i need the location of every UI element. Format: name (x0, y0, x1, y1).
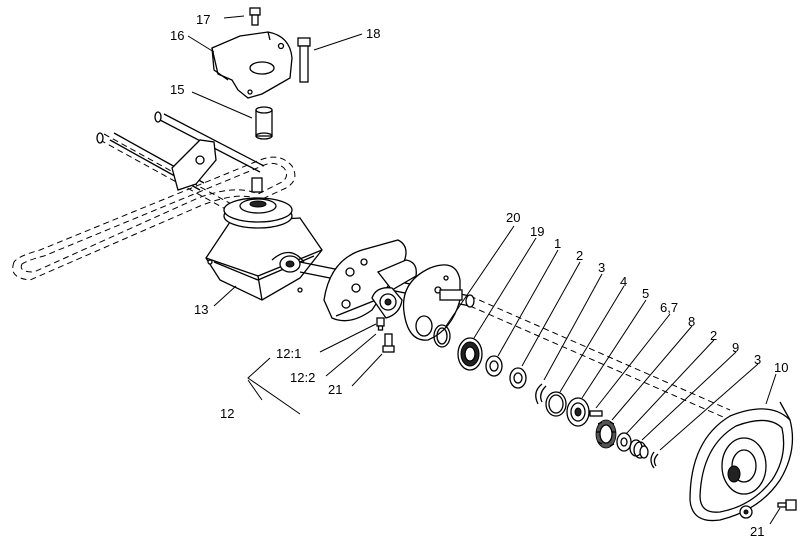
callout-8: 8 (688, 314, 695, 329)
part-21-bolt-lower (777, 499, 797, 511)
callout-2-first: 2 (576, 248, 583, 263)
callout-15: 15 (170, 82, 184, 97)
callout-13: 13 (194, 302, 208, 317)
callout-5: 5 (642, 286, 649, 301)
part-16-cover (211, 31, 293, 99)
callout-1: 1 (554, 236, 561, 251)
callout-2-second: 2 (710, 328, 717, 343)
part-10-wheel (689, 401, 794, 522)
callout-labels: 17 16 18 15 13 20 19 1 2 3 4 5 6,7 8 2 9… (170, 12, 788, 539)
callout-12-1: 12:1 (276, 346, 301, 361)
pawl-assembly (371, 259, 417, 319)
callout-17: 17 (196, 12, 210, 27)
part-13-gearbox (171, 139, 323, 301)
part-9-spring (629, 439, 649, 459)
callout-3-first: 3 (598, 260, 605, 275)
part-12-1-screw (376, 317, 385, 331)
part-18-bolt (297, 37, 311, 83)
part-5-hub (566, 397, 590, 427)
part-6-7-pin (589, 410, 603, 417)
part-4-washer (545, 391, 567, 417)
callout-19: 19 (530, 224, 544, 239)
callout-18: 18 (366, 26, 380, 41)
part-20-snap-ring (433, 324, 451, 348)
part-21-bolt-upper (382, 333, 395, 353)
part-17-bolt (249, 7, 261, 26)
wheel-plate (402, 264, 463, 341)
callout-12-2: 12:2 (290, 370, 315, 385)
part-15-spacer (255, 106, 273, 140)
callout-3-second: 3 (754, 352, 761, 367)
part-2-washer-second (616, 432, 632, 452)
height-adjust-bracket (323, 239, 407, 322)
callout-21-lower: 21 (750, 524, 764, 539)
part-1-washer (485, 355, 503, 377)
callout-16: 16 (170, 28, 184, 43)
callout-6-7: 6,7 (660, 300, 678, 315)
part-2-washer (509, 367, 527, 389)
part-3-retaining-ring (535, 383, 547, 405)
callout-4: 4 (620, 274, 627, 289)
callout-21-upper: 21 (328, 382, 342, 397)
callout-20: 20 (506, 210, 520, 225)
part-8-gear (595, 419, 617, 449)
callout-12: 12 (220, 406, 234, 421)
part-19-bearing (457, 337, 483, 371)
leader-lines (187, 15, 781, 525)
drive-belt-phantom (12, 156, 296, 281)
part-3-retaining-ring-second (650, 451, 659, 469)
callout-9: 9 (732, 340, 739, 355)
callout-10: 10 (774, 360, 788, 375)
